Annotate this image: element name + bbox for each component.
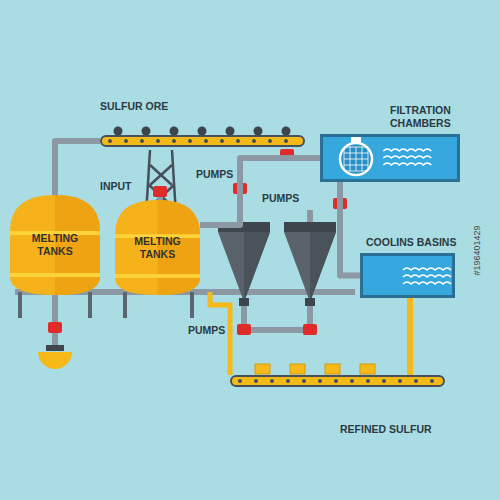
- pump-label: PUMPS: [188, 324, 225, 337]
- water-waves: [363, 256, 452, 295]
- drain-bulb: [38, 345, 72, 369]
- belt-rollers: [102, 137, 303, 145]
- pipe-connector: [340, 182, 360, 276]
- water-waves: [323, 137, 457, 179]
- pour-stream: [407, 298, 413, 375]
- tank-legs: [20, 292, 192, 318]
- conveyor-heading: REFINED SULFUR: [340, 423, 445, 436]
- pipes: [15, 196, 355, 345]
- filtration-chamber: FILTRATION CHAMBERS: [320, 104, 460, 182]
- ore-conveyor: SULFUR ORE: [100, 100, 305, 147]
- cooling-basin: COOLINS BASINS: [360, 236, 455, 298]
- filter-mesh: [340, 137, 372, 175]
- basin-shape: [360, 253, 455, 298]
- conveyor-heading: SULFUR ORE: [100, 100, 305, 113]
- chamber-heading: FILTRATION CHAMBERS: [390, 104, 470, 130]
- conveyor-belt: [100, 135, 305, 147]
- chamber-heading: COOLINS BASINS: [366, 236, 476, 249]
- pump-label: PUMPS: [196, 168, 233, 181]
- pumps: [48, 149, 347, 335]
- basin-shape: [320, 134, 460, 182]
- separator-cones: [218, 222, 336, 306]
- stream-label: INPUT: [100, 180, 132, 193]
- melting-tank: MELTING TANKS: [10, 195, 100, 295]
- belt-rollers: [232, 377, 443, 385]
- pipe-connector: [55, 141, 100, 195]
- pump-label: PUMPS: [262, 192, 299, 205]
- conveyor-belt: [230, 375, 445, 387]
- watermark: #196401429: [471, 225, 484, 275]
- tank-label: MELTING TANKS: [127, 235, 189, 261]
- sulfur-blocks: [255, 364, 375, 374]
- refined-conveyor: REFINED SULFUR: [230, 375, 445, 436]
- melting-tank: MELTING TANKS: [115, 200, 200, 295]
- tank-label: MELTING TANKS: [24, 232, 86, 258]
